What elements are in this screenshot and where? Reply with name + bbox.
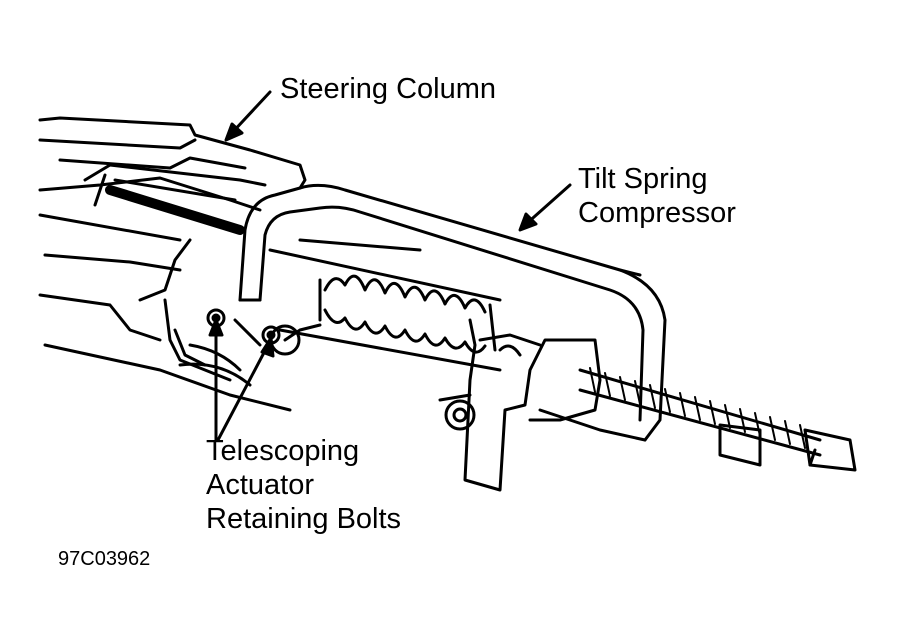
steering-column-housing [38,116,322,412]
steering-column-arrowhead [224,122,244,142]
compressor-arrowhead [518,212,538,232]
bolt-arrowhead-right [260,336,275,358]
tilt-spring [268,238,502,372]
bolt-leader-right [216,343,270,442]
forcing-screw [578,367,857,472]
compressor-leader [523,183,572,227]
bolt-arrowhead-left [208,318,224,337]
compressor-frame [238,183,667,442]
label-telescoping: Telescoping [206,435,360,467]
label-steering-column: Steering Column [280,73,496,105]
label-retaining-bolts: Retaining Bolts [206,503,402,535]
compressor-block [438,318,602,492]
figure-reference-number: 97C03962 [58,548,151,570]
leader-arrows [208,90,572,442]
label-actuator: Actuator [206,469,314,501]
label-compressor: Compressor [578,197,736,229]
label-tilt-spring: Tilt Spring [578,163,708,195]
